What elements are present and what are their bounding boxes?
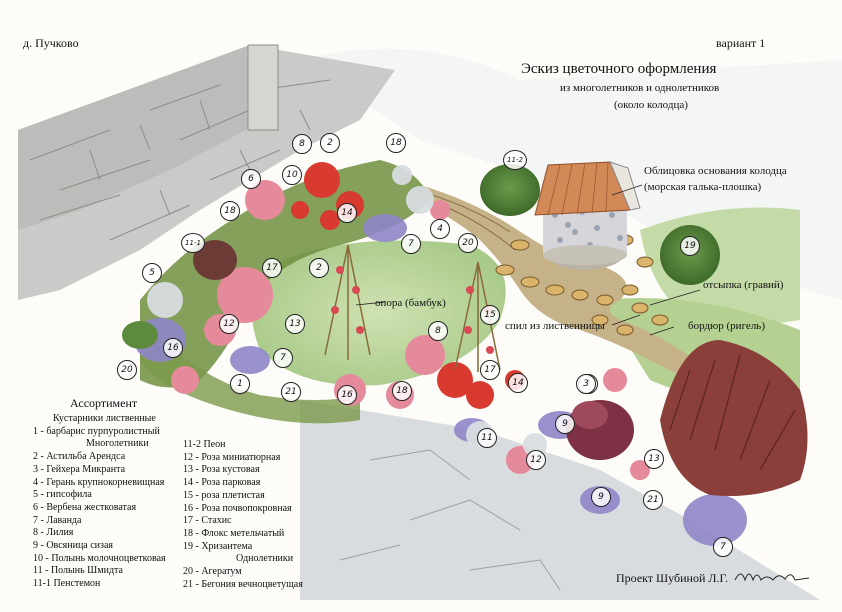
plant-marker: 4 bbox=[430, 219, 450, 239]
callout-larch-cut: спил из лиственницы bbox=[505, 320, 605, 332]
plant-marker: 19 bbox=[680, 236, 700, 256]
stone-wall bbox=[18, 44, 395, 300]
legend-item: 19 - Хризантема bbox=[183, 540, 253, 552]
plant-marker: 7 bbox=[273, 348, 293, 368]
plant-marker: 17 bbox=[480, 360, 500, 380]
plant-marker: 7 bbox=[401, 234, 421, 254]
plant-marker: 11-2 bbox=[503, 150, 527, 170]
plant-marker: 14 bbox=[508, 373, 528, 393]
plant-marker: 8 bbox=[428, 321, 448, 341]
plant-marker: 13 bbox=[644, 449, 664, 469]
plant-marker: 10 bbox=[282, 165, 302, 185]
plant-marker: 15 bbox=[480, 305, 500, 325]
gravel-path bbox=[414, 185, 740, 400]
legend-item: 3 - Гейхера Микранта bbox=[33, 463, 126, 475]
legend-item: Многолетники bbox=[86, 438, 149, 450]
plant-marker: 2 bbox=[320, 133, 340, 153]
plant-marker: 12 bbox=[526, 450, 546, 470]
sketch-subtitle: из многолетников и однолетников bbox=[560, 82, 720, 94]
plant-marker: 17 bbox=[262, 258, 282, 278]
plant-marker: 16 bbox=[163, 338, 183, 358]
legend-item: 21 - Бегония вечноцветущая bbox=[183, 578, 303, 590]
legend-item: Однолетники bbox=[236, 553, 294, 565]
plant-marker: 20 bbox=[117, 360, 137, 380]
variant-label: вариант 1 bbox=[716, 36, 766, 50]
legend-item: Кустарники лиственные bbox=[53, 413, 156, 424]
legend-item: 13 - Роза кустовая bbox=[183, 464, 260, 476]
legend-item: 2 - Астильба Арендса bbox=[33, 451, 126, 463]
stone-paving bbox=[300, 400, 820, 600]
callout-well-facing: Облицовка основания колодца bbox=[644, 165, 787, 177]
legend-item: 1 - барбарис пурпуролистный bbox=[33, 425, 160, 437]
legend-item: 10 - Полынь молочноцветковая bbox=[33, 552, 166, 564]
legend-item: 15 - роза плетистая bbox=[183, 489, 265, 501]
plant-marker: 6 bbox=[241, 169, 261, 189]
plant-marker: 12 bbox=[219, 314, 239, 334]
legend-item: 12 - Роза миниатюрная bbox=[183, 451, 281, 463]
plant-marker: 18 bbox=[386, 133, 406, 153]
sketch-subtitle-location: (около колодца) bbox=[614, 99, 688, 111]
callout-border: бордюр (ригель) bbox=[688, 320, 765, 332]
legend-item: 20 - Агератум bbox=[183, 566, 242, 578]
legend-item: 8 - Лилия bbox=[33, 527, 74, 539]
sketch-title: Эскиз цветочного оформления bbox=[521, 61, 717, 77]
plant-marker: 18 bbox=[220, 201, 240, 221]
plant-marker: 9 bbox=[555, 414, 575, 434]
berberis-shrub bbox=[660, 340, 808, 496]
plant-marker: 13 bbox=[285, 314, 305, 334]
plant-marker: 3 bbox=[576, 374, 596, 394]
legend-item: 17 - Стахис bbox=[183, 515, 232, 527]
plant-marker: 7 bbox=[713, 537, 733, 557]
project-signature: Проект Шубиной Л.Г. bbox=[616, 571, 729, 585]
plant-marker: 14 bbox=[337, 203, 357, 223]
legend-item: 11-1 Пенстемон bbox=[33, 578, 101, 590]
plant-marker: 5 bbox=[142, 263, 162, 283]
legend-item: 5 - гипсофила bbox=[33, 489, 92, 501]
plant-marker: 8 bbox=[292, 134, 312, 154]
plant-marker: 21 bbox=[643, 490, 663, 510]
legend-heading: Ассортимент bbox=[70, 396, 138, 410]
plant-marker: 11 bbox=[477, 428, 497, 448]
handwritten-signature bbox=[734, 573, 810, 582]
legend-item: 7 - Лаванда bbox=[33, 514, 82, 526]
plant-marker: 21 bbox=[281, 382, 301, 402]
legend-item: 4 - Герань крупнокорневищная bbox=[33, 476, 165, 488]
plant-marker: 2 bbox=[309, 258, 329, 278]
plant-marker: 18 bbox=[392, 381, 412, 401]
plant-marker: 9 bbox=[591, 487, 611, 507]
callout-bamboo-support: опора (бамбук) bbox=[375, 297, 446, 309]
legend-item: 16 - Роза почвопокровная bbox=[183, 502, 292, 514]
village-label: д. Пучково bbox=[23, 36, 79, 50]
callout-gravel: отсыпка (гравий) bbox=[703, 279, 784, 291]
legend-item: 11-2 Пеон bbox=[183, 439, 226, 450]
legend-item: 9 - Овсяница сизая bbox=[33, 540, 114, 552]
callout-well-facing-detail: (морская галька-плошка) bbox=[644, 181, 762, 193]
plant-marker: 20 bbox=[458, 233, 478, 253]
plant-marker: 11-1 bbox=[181, 233, 205, 253]
well bbox=[534, 161, 641, 270]
legend-item: 18 - Флокс метельчатый bbox=[183, 527, 285, 539]
legend-item: 6 - Вербена жестковатая bbox=[33, 501, 137, 513]
legend-item: 14 - Роза парковая bbox=[183, 477, 261, 489]
plant-marker: 16 bbox=[337, 385, 357, 405]
legend-item: 11 - Полынь Шмидта bbox=[33, 565, 123, 577]
plant-marker: 1 bbox=[230, 374, 250, 394]
